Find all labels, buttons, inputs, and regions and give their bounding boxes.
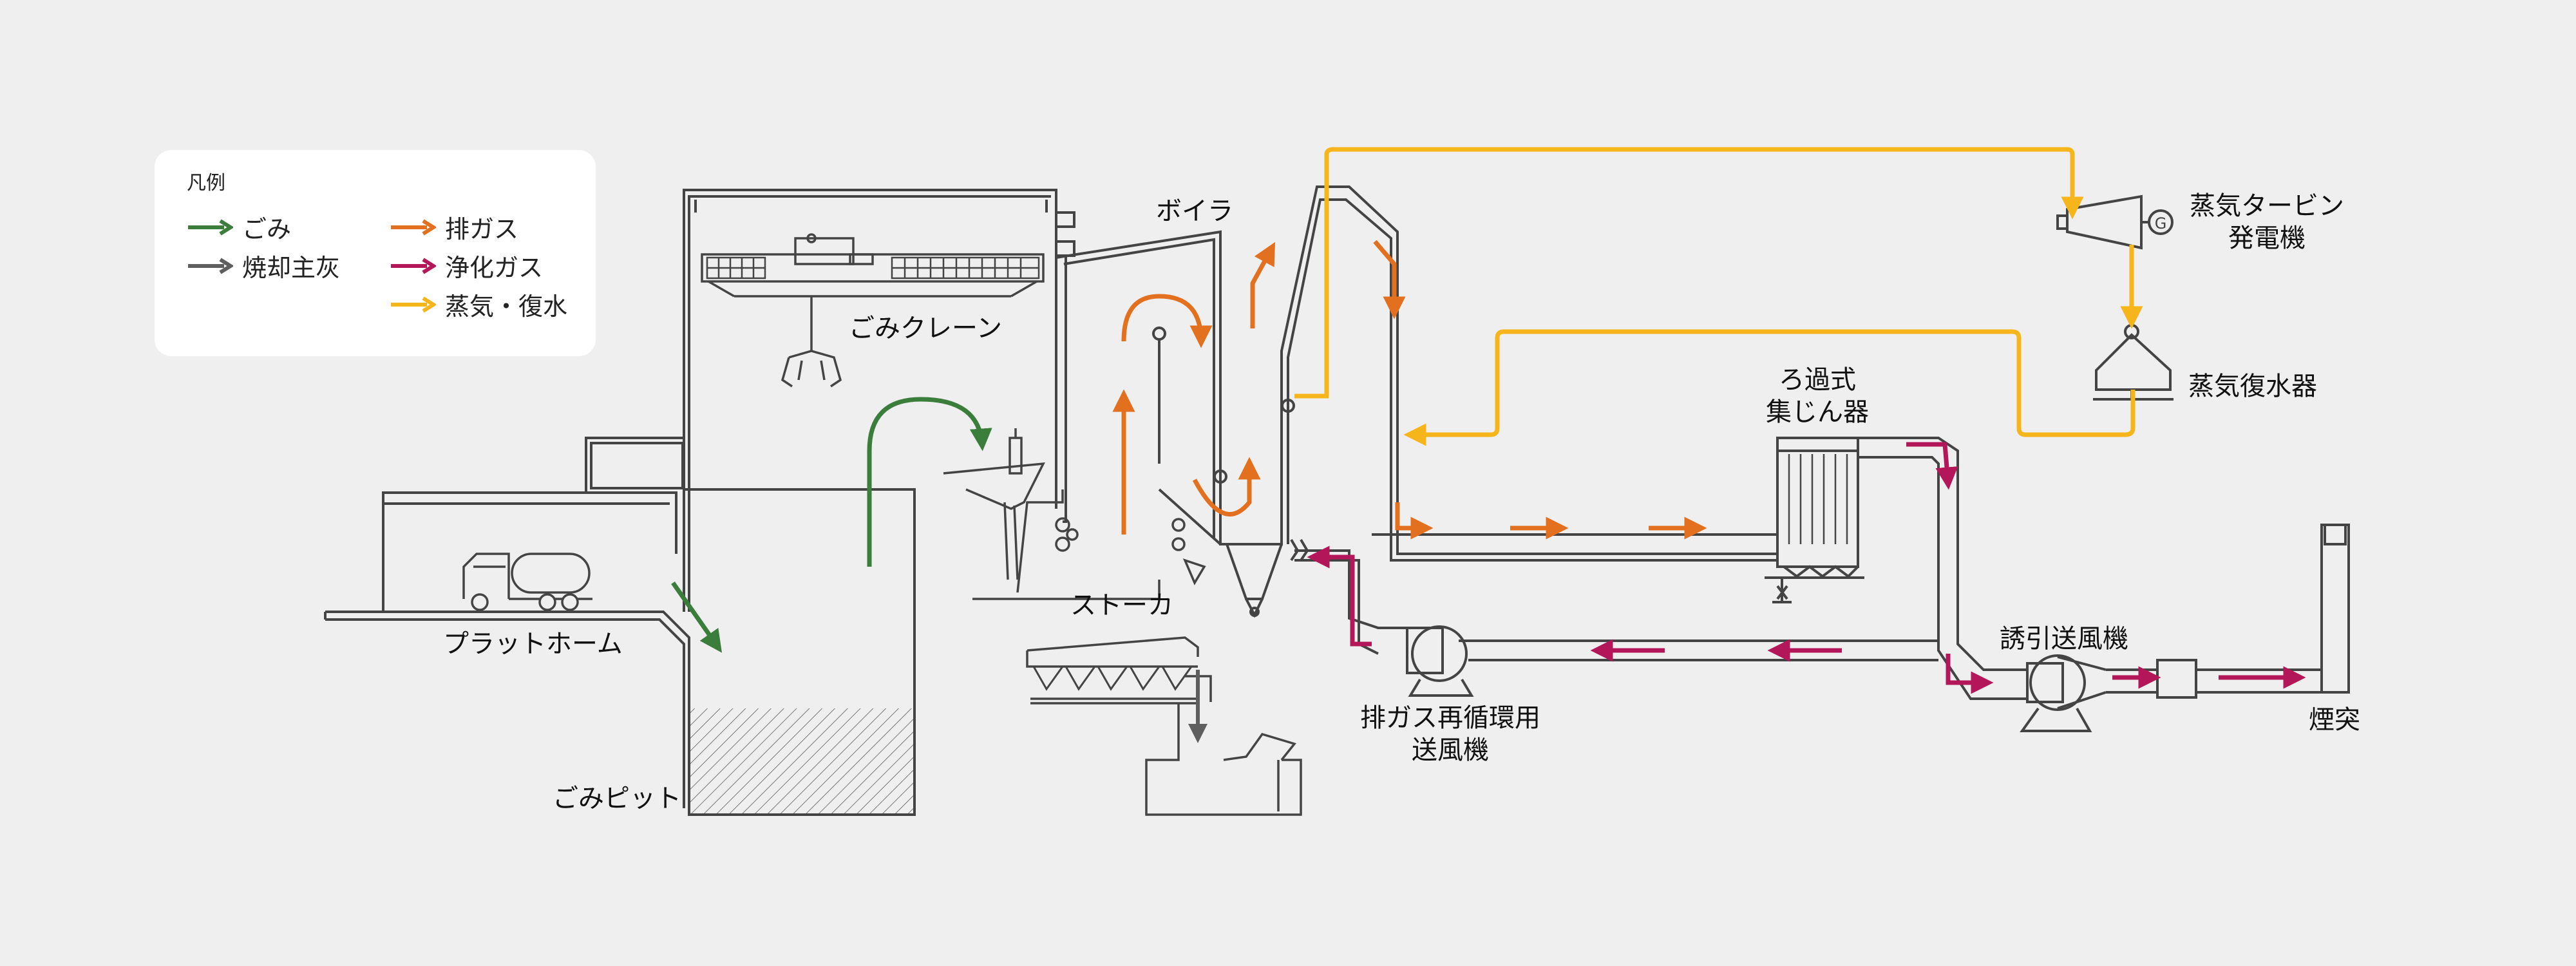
legend-label: ごみ [242,215,292,243]
pit-building [324,189,1057,816]
label-induced-draft-fan: 誘引送風機 [2000,624,2128,654]
boiler [1055,185,1777,618]
pit-refuse [690,708,913,813]
legend-arrow-magenta [391,257,436,274]
legend-arrow-yellow [391,296,436,313]
condenser [2093,324,2174,401]
legend-arrow-gray [188,257,233,274]
legend: 凡例 ごみ 焼却主灰 排ガス [155,150,596,356]
label-filter-line1: ろ過式 [1779,365,1856,395]
clean-gas-flow [1307,442,2306,694]
legend-item-clean-gas: 浄化ガス [390,248,543,283]
legend-item-ash: 焼却主灰 [187,248,340,283]
label-boiler: ボイラ [1156,196,1233,226]
legend-label: 浄化ガス [445,254,544,282]
exhaust-flow [1112,240,1707,540]
recirc-duct [1290,538,1938,697]
legend-arrow-green [188,218,233,236]
garbage-truck [462,553,592,611]
gas-ducts [1372,437,2350,732]
label-recirc-line2: 送風機 [1412,735,1489,765]
legend-item-exhaust: 排ガス [390,209,518,245]
legend-item-steam: 蒸気・復水 [390,287,567,322]
label-turbine: 蒸気タービン [2190,191,2344,221]
label-recirc-fan: 排ガス再循環用 送風機 [1360,702,1540,766]
hopper-stoker [943,428,1302,816]
legend-item-refuse: ごみ [187,209,291,245]
label-bag-filter: ろ過式 集じん器 [1766,364,1869,428]
label-generator: 発電機 [2228,223,2306,253]
legend-label: 焼却主灰 [242,254,341,282]
refuse-flow [671,397,992,653]
label-filter-line2: 集じん器 [1766,397,1869,427]
label-turbine-generator: 蒸気タービン 発電機 [2190,190,2344,254]
label-stack: 煙突 [2309,705,2360,735]
legend-label: 蒸気・復水 [445,292,568,321]
legend-arrow-orange [391,218,436,236]
label-stoker: ストーカ [1070,591,1173,620]
steam-flow [1294,147,2143,446]
turbine-generator: G [2056,194,2174,250]
legend-title: 凡例 [187,172,225,194]
label-recirc-line1: 排ガス再循環用 [1360,703,1540,733]
label-platform: プラットホーム [443,629,623,659]
legend-label: 排ガス [445,215,519,243]
crane [701,233,1045,388]
svg-text:G: G [2155,214,2167,232]
label-pit: ごみピット [553,784,681,813]
label-crane: ごみクレーン [849,314,1002,343]
label-condenser: 蒸気復水器 [2188,372,2317,401]
